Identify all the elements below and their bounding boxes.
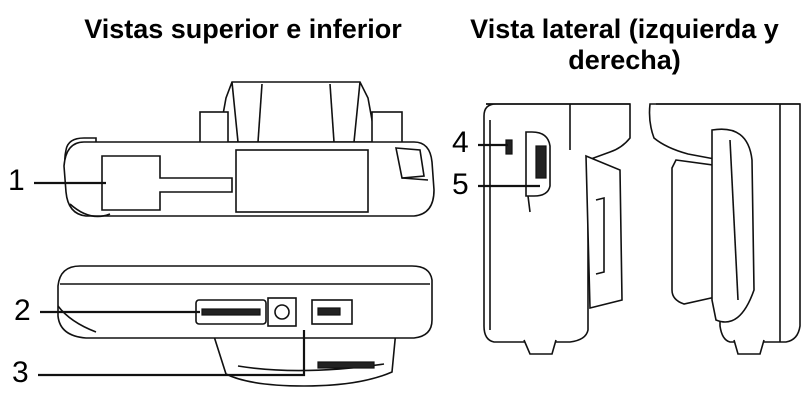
callout-number-4: 4: [452, 126, 469, 159]
callout-number-5: 5: [452, 168, 469, 201]
callout-number-3: 3: [12, 356, 29, 389]
callout-number-2: 2: [14, 294, 31, 327]
title-side-views: Vista lateral (izquierda y derecha): [470, 14, 779, 75]
callout-leaders: [34, 143, 540, 377]
callout-number-1: 1: [8, 164, 25, 197]
side-view-left-device: [483, 103, 631, 355]
top-view-device: [63, 81, 435, 218]
side-view-right-device: [648, 103, 801, 355]
title-top-bottom-views: Vistas superior e inferior: [84, 14, 402, 44]
bottom-view-device: [57, 265, 433, 387]
leader-line-3: [38, 330, 306, 377]
